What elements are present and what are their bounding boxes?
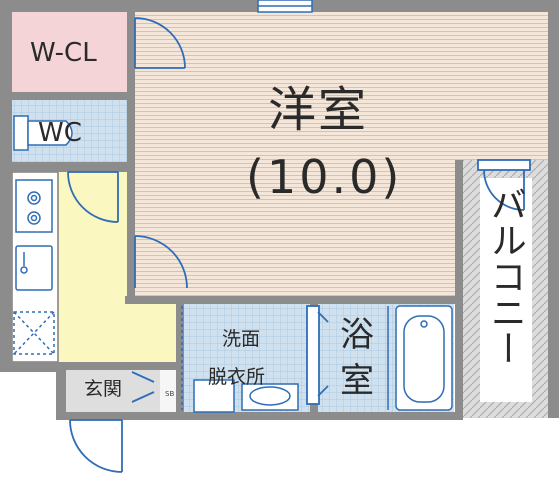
top-window [257,0,313,13]
closet-door [134,17,186,69]
entrance-area [66,370,162,412]
walk-in-closet-label: W-CL [30,38,97,68]
western-room-area-lower [133,160,455,296]
fridge-space-icon [13,311,55,355]
balcony-label: バルコニー [484,186,526,366]
western-room-area [133,12,548,160]
balcony-label-backdrop [480,178,532,402]
room-door [134,235,188,289]
balcony-door [477,159,531,211]
washing-machine-icon [193,379,235,413]
entrance-door [69,419,123,473]
bath-door [306,305,329,405]
bathroom-label-line1: 浴 [340,315,374,355]
toilet-label: WC [38,118,82,148]
bathroom-label-line2: 室 [340,361,374,401]
walk-in-closet-area [12,12,127,92]
toilet-door [67,171,119,223]
shoe-box [160,370,176,412]
toilet-icon [13,115,73,151]
stove-icon [15,179,53,233]
sink-icon [15,245,53,291]
washbasin-icon [241,383,299,411]
washroom-label-line1: 洗面 [222,328,261,350]
bathtub-icon [395,305,453,411]
hall-door [131,371,155,403]
western-room-label: 洋室 [268,82,369,138]
entrance-label: 玄関 [84,378,123,400]
shoe-box-label: SB [165,390,175,398]
western-room-size-label: (10.0) [246,150,403,204]
washroom-label-line2: 脱衣所 [208,366,266,388]
